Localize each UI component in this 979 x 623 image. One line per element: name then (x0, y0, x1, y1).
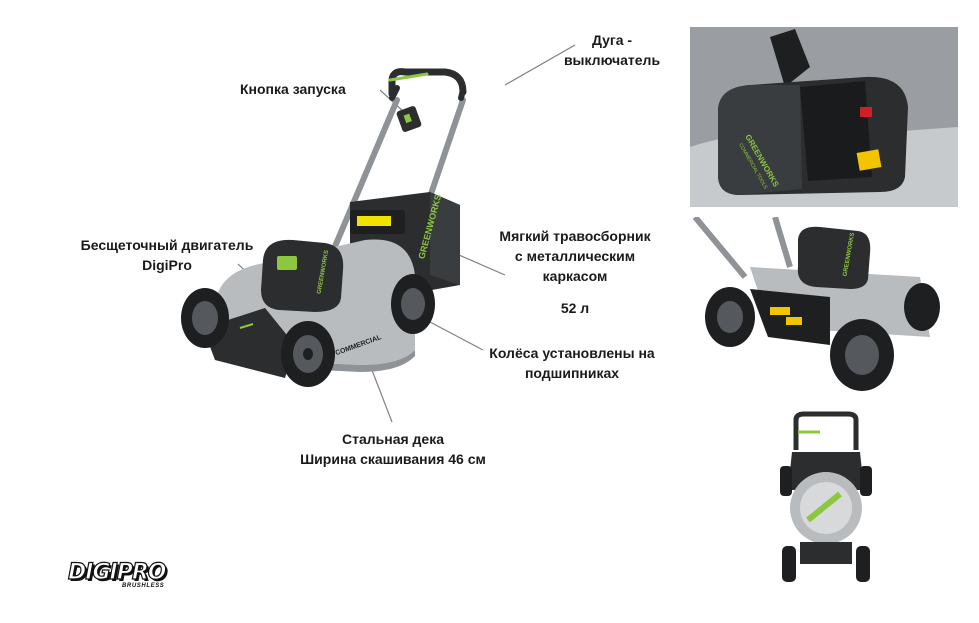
label-switch-bar-line1: Дуга - (591, 32, 633, 48)
label-wheels-line1: Колёса установлены на (489, 345, 655, 361)
label-deck-line1: Стальная дека (341, 431, 445, 447)
label-bag-line1: Мягкий травосборник (499, 228, 651, 244)
rear-right-wheel-icon (391, 274, 435, 334)
detail-rear-view-image: GREENWORKS (690, 217, 958, 397)
digipro-logo: DIGIPRO BRUSHLESS (67, 556, 172, 592)
label-bag-line3: каркасом (542, 268, 608, 284)
label-motor: Бесщеточный двигатель DigiPro (74, 235, 260, 275)
label-switch-bar-line2: выключатель (563, 52, 661, 68)
logo-main-text: DIGIPRO (67, 559, 167, 585)
detail-battery-compartment-image: GREENWORKS COMMERCIAL TOOLS (690, 27, 958, 207)
label-motor-line1: Бесщеточный двигатель (80, 237, 254, 253)
label-wheels-line2: подшипниках (524, 365, 620, 381)
logo-sub-text: BRUSHLESS (122, 583, 165, 589)
label-wheels: Колёса установлены на подшипниках (480, 343, 664, 383)
motor-battery-icon (261, 239, 344, 312)
label-deck: Стальная дека Ширина скашивания 46 см (286, 429, 500, 469)
label-bag-volume: 52 л (560, 300, 590, 316)
label-deck-line2: Ширина скашивания 46 см (300, 451, 486, 467)
label-grass-bag: Мягкий травосборник с металлическим карк… (488, 226, 662, 318)
label-start-button-text: Кнопка запуска (240, 81, 346, 97)
detail-top-view-image (780, 411, 872, 582)
label-bag-line2: с металлическим (514, 248, 636, 264)
mower-main-image: GREENWORKS COMMERCIAL GREENWORKS (181, 68, 467, 387)
label-motor-line2: DigiPro (142, 257, 192, 273)
label-switch-bar: Дуга - выключатель (560, 30, 664, 70)
front-wheel-icon (281, 321, 335, 387)
rear-left-wheel-icon (181, 288, 229, 348)
label-start-button: Кнопка запуска (240, 79, 346, 99)
